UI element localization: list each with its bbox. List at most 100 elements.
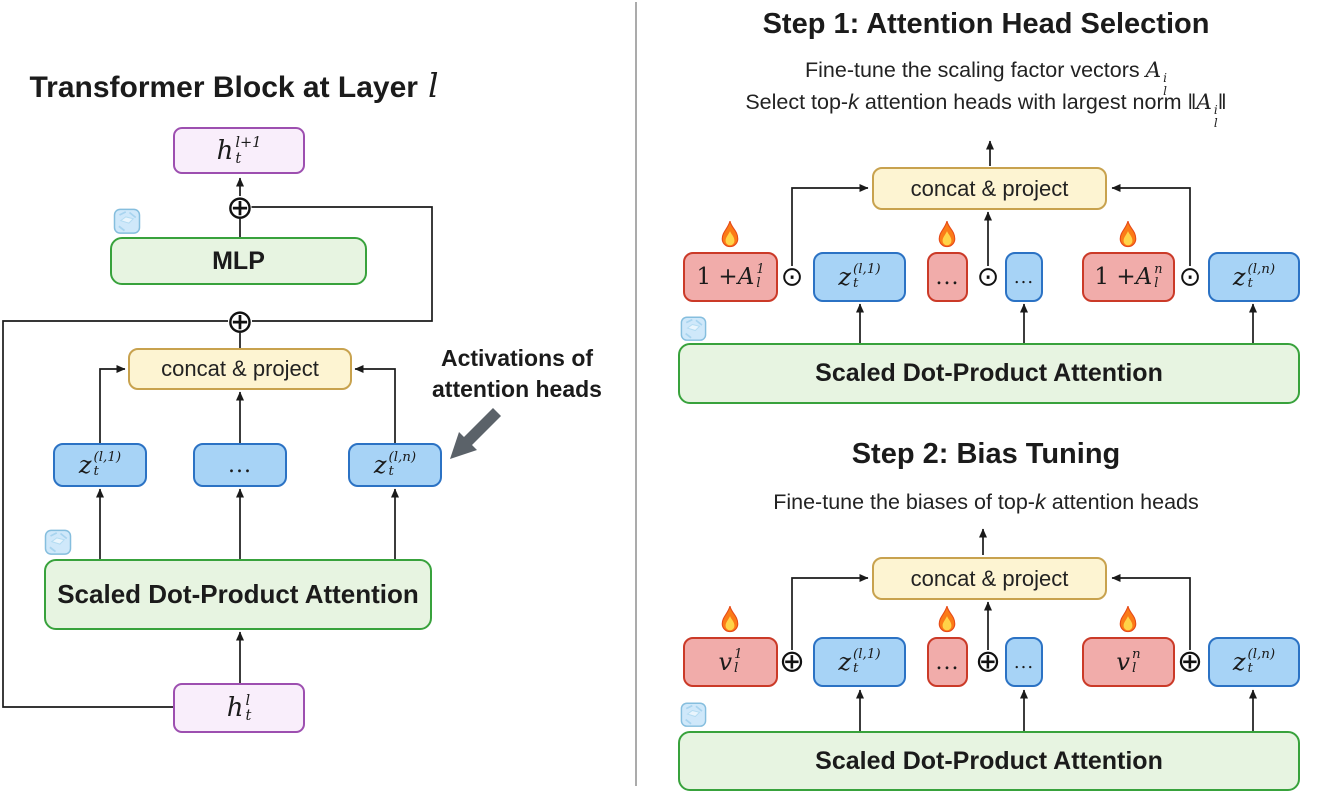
zn-sub: t [1247,661,1253,676]
scalen-base: A [1135,264,1153,290]
attention-box-step1: Scaled Dot-Product Attention [678,343,1300,404]
z1-sub: t [853,276,859,291]
zn-sub: t [1247,276,1253,291]
bias1-sub: l [734,661,739,676]
z1-sup: (l,1) [853,646,881,662]
z1-sup: (l,1) [93,449,122,465]
ice-cube-icon [679,313,708,347]
scale1-prefix: 1 + [696,264,738,290]
z1-base: z [838,648,852,676]
attention-label: Scaled Dot-Product Attention [57,579,419,609]
residual-add-top: ⊕ [226,187,254,227]
bias-dots-box: ... [927,637,968,687]
head-activation-dots-box: ... [1005,252,1043,302]
flame-icon [934,220,961,256]
step1-sub1-math-sup: i [1163,71,1167,86]
step2-title-text: Step 2: Bias Tuning [851,438,1121,470]
step1-subtitle-2: Select top-k attention heads with larges… [652,90,1320,130]
concat-project-box-left: concat & project [128,348,352,390]
norm-open: ‖ [1187,90,1197,114]
zn-sup: (l,n) [388,449,417,465]
layer-index-math: l [427,66,439,105]
dots-label: ... [1013,651,1035,673]
elementwise-multiply-op: ⊙ [976,261,1000,293]
ice-cube-icon [679,699,708,733]
zn-sub: t [388,464,394,479]
zn-base: z [373,451,387,479]
dots-label: ... [935,649,960,675]
step2-title: Step 2: Bias Tuning [656,438,1316,471]
head-activation-zn-box: z(l,n)t [1208,252,1300,302]
elementwise-multiply-op: ⊙ [780,261,804,293]
attention-box-left: Scaled Dot-Product Attention [44,559,432,630]
dots-label: ... [935,264,960,290]
ice-cube-icon [43,526,73,561]
elementwise-add-op: ⊕ [975,643,1001,680]
concat-project-box-step2: concat & project [872,557,1107,600]
panel-divider [635,2,637,786]
h-out-sup: l+1 [235,134,262,152]
pointer-arrow-icon [450,408,501,459]
h-in-sup: l [245,691,251,709]
dots-label: ... [1013,266,1035,288]
z1-base: z [838,263,852,291]
head-activation-zn-box: z(l,n)t [348,443,442,487]
h-out-base: h [216,135,234,166]
h-in-sub: t [245,707,252,724]
step1-sub2-k: k [848,90,859,114]
zn-sup: (l,n) [1247,261,1276,277]
norm-math-sub: l [1213,116,1218,131]
step1-sub2-pre: Select top- [745,90,849,114]
elementwise-add-op: ⊕ [1177,643,1203,680]
head-activation-z1-box: z(l,1)t [813,637,906,687]
flame-icon [717,220,744,256]
step2-sub-pre: Fine-tune the biases of top- [773,490,1035,514]
attention-label: Scaled Dot-Product Attention [815,746,1163,775]
annotation-line2: attention heads [432,376,602,402]
biasn-base: v [1116,648,1130,676]
annotation-line1: Activations of [440,345,594,371]
norm-math-sup: i [1213,103,1218,118]
h-out-sub: t [235,149,242,167]
concat-project-label: concat & project [910,565,1069,591]
flame-icon [717,605,744,641]
left-panel-title: Transformer Block at Layer l [8,66,460,105]
biasn-sub: l [1131,661,1137,676]
z1-base: z [78,451,92,479]
step2-subtitle: Fine-tune the biases of top-k attention … [656,490,1316,515]
bias1-base: v [718,648,732,676]
step1-title-text: Step 1: Attention Head Selection [762,8,1210,40]
bias1-sup: 1 [734,646,743,662]
step1-title: Step 1: Attention Head Selection [656,8,1316,41]
scaling-dots-box: ... [927,252,968,302]
elementwise-add-op: ⊕ [779,643,805,680]
concat-project-label: concat & project [910,175,1069,201]
step1-sub2-mid: attention heads with largest norm [858,90,1188,114]
attention-label: Scaled Dot-Product Attention [815,359,1163,387]
zn-base: z [1232,648,1246,676]
norm-close: ‖ [1217,90,1227,114]
head-activation-z1-box: z(l,1)t [813,252,906,302]
zn-sup: (l,n) [1247,646,1276,662]
step1-sub1-math-base: A [1145,58,1162,83]
flame-icon [1115,605,1142,641]
step1-sub1-text: Fine-tune the scaling factor vectors [805,58,1146,82]
head-activation-zn-box: z(l,n)t [1208,637,1300,687]
z1-sub: t [93,464,99,479]
scalen-sup: n [1154,262,1163,278]
attention-box-step2: Scaled Dot-Product Attention [678,731,1300,791]
head-activation-dots-box: ... [193,443,287,487]
z1-sup: (l,1) [853,261,881,277]
flame-icon [1115,220,1142,256]
zn-base: z [1232,263,1246,291]
residual-add-bottom: ⊕ [226,301,254,341]
mlp-label: MLP [212,246,265,275]
biasn-sup: n [1131,646,1141,662]
elementwise-multiply-op: ⊙ [1178,261,1202,293]
